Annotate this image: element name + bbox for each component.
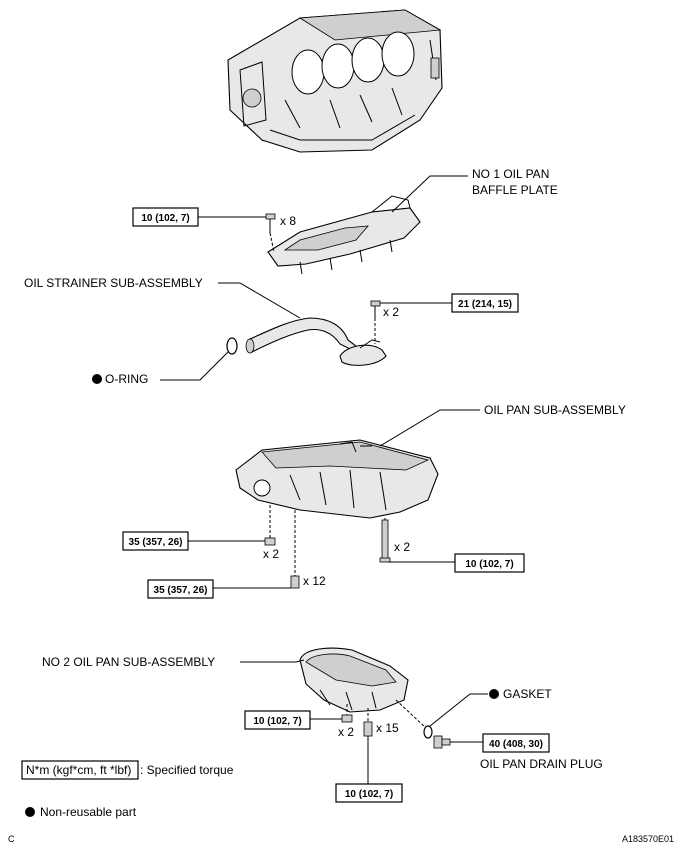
oil-pan-bolt-torque-box	[147, 579, 214, 599]
oil-strainer-illustration	[245, 317, 387, 366]
no2-oil-pan-leader	[240, 659, 305, 663]
no2-bolt-qty: x 15	[376, 721, 399, 735]
oil-pan-bolt-torque: 35 (357, 26)	[154, 585, 208, 596]
engine-block-illustration	[227, 9, 443, 153]
gasket-leader	[429, 693, 488, 727]
drain-plug-torque: 40 (408, 30)	[489, 739, 543, 750]
oil-strainer-bolt	[370, 300, 381, 344]
oil-pan-stud-qty: x 2	[394, 540, 410, 554]
non-reusable-dot-icon	[25, 807, 35, 817]
baffle-bolt-torque-box	[132, 207, 199, 227]
no2-bolt-torque: 10 (102, 7)	[345, 789, 393, 800]
baffle-plate-illustration	[267, 195, 421, 275]
oil-pan-illustration	[235, 439, 439, 519]
gasket-label: GASKET	[503, 687, 552, 701]
no2-nut-torque-box	[244, 710, 311, 730]
o-ring-part	[226, 337, 238, 355]
drain-plug-torque-box	[482, 733, 550, 753]
oil-pan-stud-torque-box	[454, 553, 525, 573]
gasket-part	[423, 725, 433, 739]
legend-torque-box	[21, 760, 139, 780]
no2-oil-pan-illustration	[299, 647, 409, 713]
no2-oil-pan-label: NO 2 OIL PAN SUB-ASSEMBLY	[42, 655, 215, 669]
oil-pan-stud-bolt	[381, 519, 389, 561]
no2-nut-torque: 10 (102, 7)	[253, 716, 301, 727]
legend-non-reusable: Non-reusable part	[40, 805, 137, 819]
oil-pan-bolt	[290, 575, 300, 589]
baffle-plate-bolt	[265, 213, 276, 253]
drain-plug-part	[433, 735, 451, 749]
legend-torque-unit: N*m (kgf*cm, ft *lbf)	[26, 763, 131, 777]
corner-code-left: C	[8, 834, 15, 844]
strainer-bolt-qty: x 2	[383, 305, 399, 319]
baffle-bolt-torque: 10 (102, 7)	[141, 213, 189, 224]
strainer-bolt-torque-box	[451, 293, 519, 313]
strainer-bolt-torque: 21 (214, 15)	[458, 299, 512, 310]
oil-pan-bolt-qty: x 12	[303, 574, 326, 588]
oil-strainer-leader	[218, 282, 301, 319]
oil-pan-leader	[379, 409, 480, 447]
baffle-bolt-qty: x 8	[280, 214, 296, 228]
no2-nut-qty: x 2	[338, 725, 354, 739]
o-ring-leader	[160, 351, 229, 381]
drain-plug-label: OIL PAN DRAIN PLUG	[480, 757, 603, 771]
baffle-plate-label-line1: NO 1 OIL PAN	[472, 167, 549, 181]
oil-pan-nut-qty: x 2	[263, 547, 279, 561]
baffle-plate-label-line2: BAFFLE PLATE	[472, 183, 558, 197]
no2-bolt-torque-box	[335, 783, 403, 803]
figure-code: A183570E01	[622, 834, 674, 844]
oil-pan-label: OIL PAN SUB-ASSEMBLY	[484, 403, 626, 417]
oil-pan-nut-torque-box	[122, 531, 189, 551]
legend-torque-desc: : Specified torque	[140, 763, 234, 777]
oil-pan-nut-torque: 35 (357, 26)	[129, 537, 183, 548]
baffle-plate-leader	[391, 175, 468, 213]
o-ring-label: O-RING	[105, 372, 148, 386]
oil-strainer-label: OIL STRAINER SUB-ASSEMBLY	[24, 276, 203, 290]
non-reusable-dot-icon	[92, 374, 102, 384]
oil-pan-nut	[264, 537, 276, 546]
no2-oil-pan-nut	[341, 714, 353, 723]
oil-pan-stud-torque: 10 (102, 7)	[465, 559, 513, 570]
no2-oil-pan-bolt	[363, 721, 373, 737]
non-reusable-dot-icon	[489, 689, 499, 699]
